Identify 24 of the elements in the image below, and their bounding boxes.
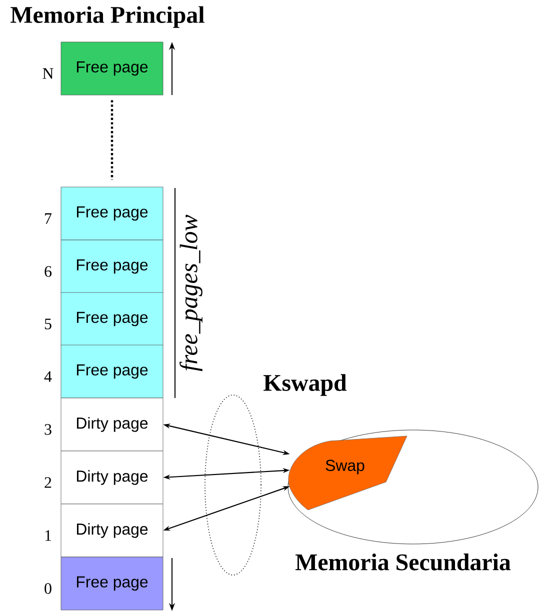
page-box: Free page <box>60 344 164 398</box>
memory-label: Memoria Secundaria <box>296 554 511 570</box>
row-number: 2 <box>44 477 52 488</box>
page-box: Free page <box>60 42 164 96</box>
row-number: N <box>42 68 54 79</box>
row-number: 3 <box>44 424 52 435</box>
axis-label: free_pages_low <box>180 214 202 372</box>
page-box: Dirty page <box>60 504 164 558</box>
row-number: 7 <box>45 213 52 224</box>
page-box: Free page <box>60 186 164 240</box>
row-number: 0 <box>44 583 52 594</box>
page-box: Free page <box>60 240 164 294</box>
page-box: Dirty page <box>60 450 164 504</box>
row-number: 4 <box>44 371 52 382</box>
swap-region: Swap <box>288 436 408 510</box>
process-label: Kswapd <box>264 374 347 396</box>
dotted-line <box>110 100 114 180</box>
page-box: Free page <box>60 556 164 610</box>
page-box: Dirty page <box>60 398 164 452</box>
title: Memoria Principal <box>10 6 204 28</box>
row-number: 1 <box>45 530 52 541</box>
row-number: 5 <box>44 318 52 330</box>
page-box: Free page <box>60 292 164 346</box>
row-number: 6 <box>44 266 52 277</box>
